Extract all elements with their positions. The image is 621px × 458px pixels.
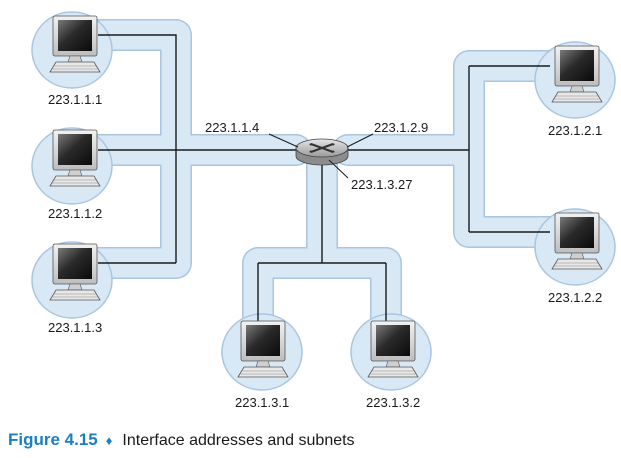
- separator-glyph: ♦: [105, 433, 113, 448]
- host-address-label: 223.1.1.3: [48, 320, 102, 335]
- subnet-highlight: [333, 51, 565, 247]
- figure-title: Interface addresses and subnets: [122, 432, 355, 449]
- interface-address-label: 223.1.2.9: [374, 120, 428, 135]
- network-link: [257, 158, 387, 322]
- hosts: 223.1.1.1 223.1.1.2 223.1.1.3 223.1.2.1 223.…: [48, 15, 603, 410]
- network-links: [98, 34, 550, 322]
- figure-caption: Figure 4.15 ♦ Interface addresses and subn…: [8, 430, 355, 452]
- computer-icon[interactable]: [237, 320, 289, 378]
- host-address-label: 223.1.1.1: [48, 92, 102, 107]
- host-address-label: 223.1.2.1: [548, 123, 602, 138]
- router-interface-labels: 223.1.1.4 223.1.2.9 223.1.3.27: [205, 120, 428, 192]
- computer-icon[interactable]: [551, 45, 603, 103]
- host-address-label: 223.1.2.2: [548, 290, 602, 305]
- network-link: [98, 34, 296, 264]
- leader-line: [268, 133, 299, 148]
- interface-address-label: 223.1.3.27: [351, 177, 412, 192]
- subnet-highlights: [31, 11, 616, 391]
- computer-icon[interactable]: [367, 320, 419, 378]
- computer-icon[interactable]: [49, 243, 101, 301]
- network-link: [348, 65, 550, 233]
- interface-address-label: 223.1.1.4: [205, 120, 259, 135]
- host-address-label: 223.1.3.2: [366, 395, 420, 410]
- computer-icon[interactable]: [49, 15, 101, 73]
- subnet-highlight: [83, 20, 311, 278]
- router-icon[interactable]: [295, 138, 349, 166]
- leader-line: [328, 159, 349, 179]
- leader-line: [346, 133, 374, 148]
- computer-icon[interactable]: [49, 129, 101, 187]
- computer-icon[interactable]: [551, 212, 603, 270]
- host-address-label: 223.1.1.2: [48, 206, 102, 221]
- figure-number: Figure 4.15: [8, 430, 98, 449]
- host-address-label: 223.1.3.1: [235, 395, 289, 410]
